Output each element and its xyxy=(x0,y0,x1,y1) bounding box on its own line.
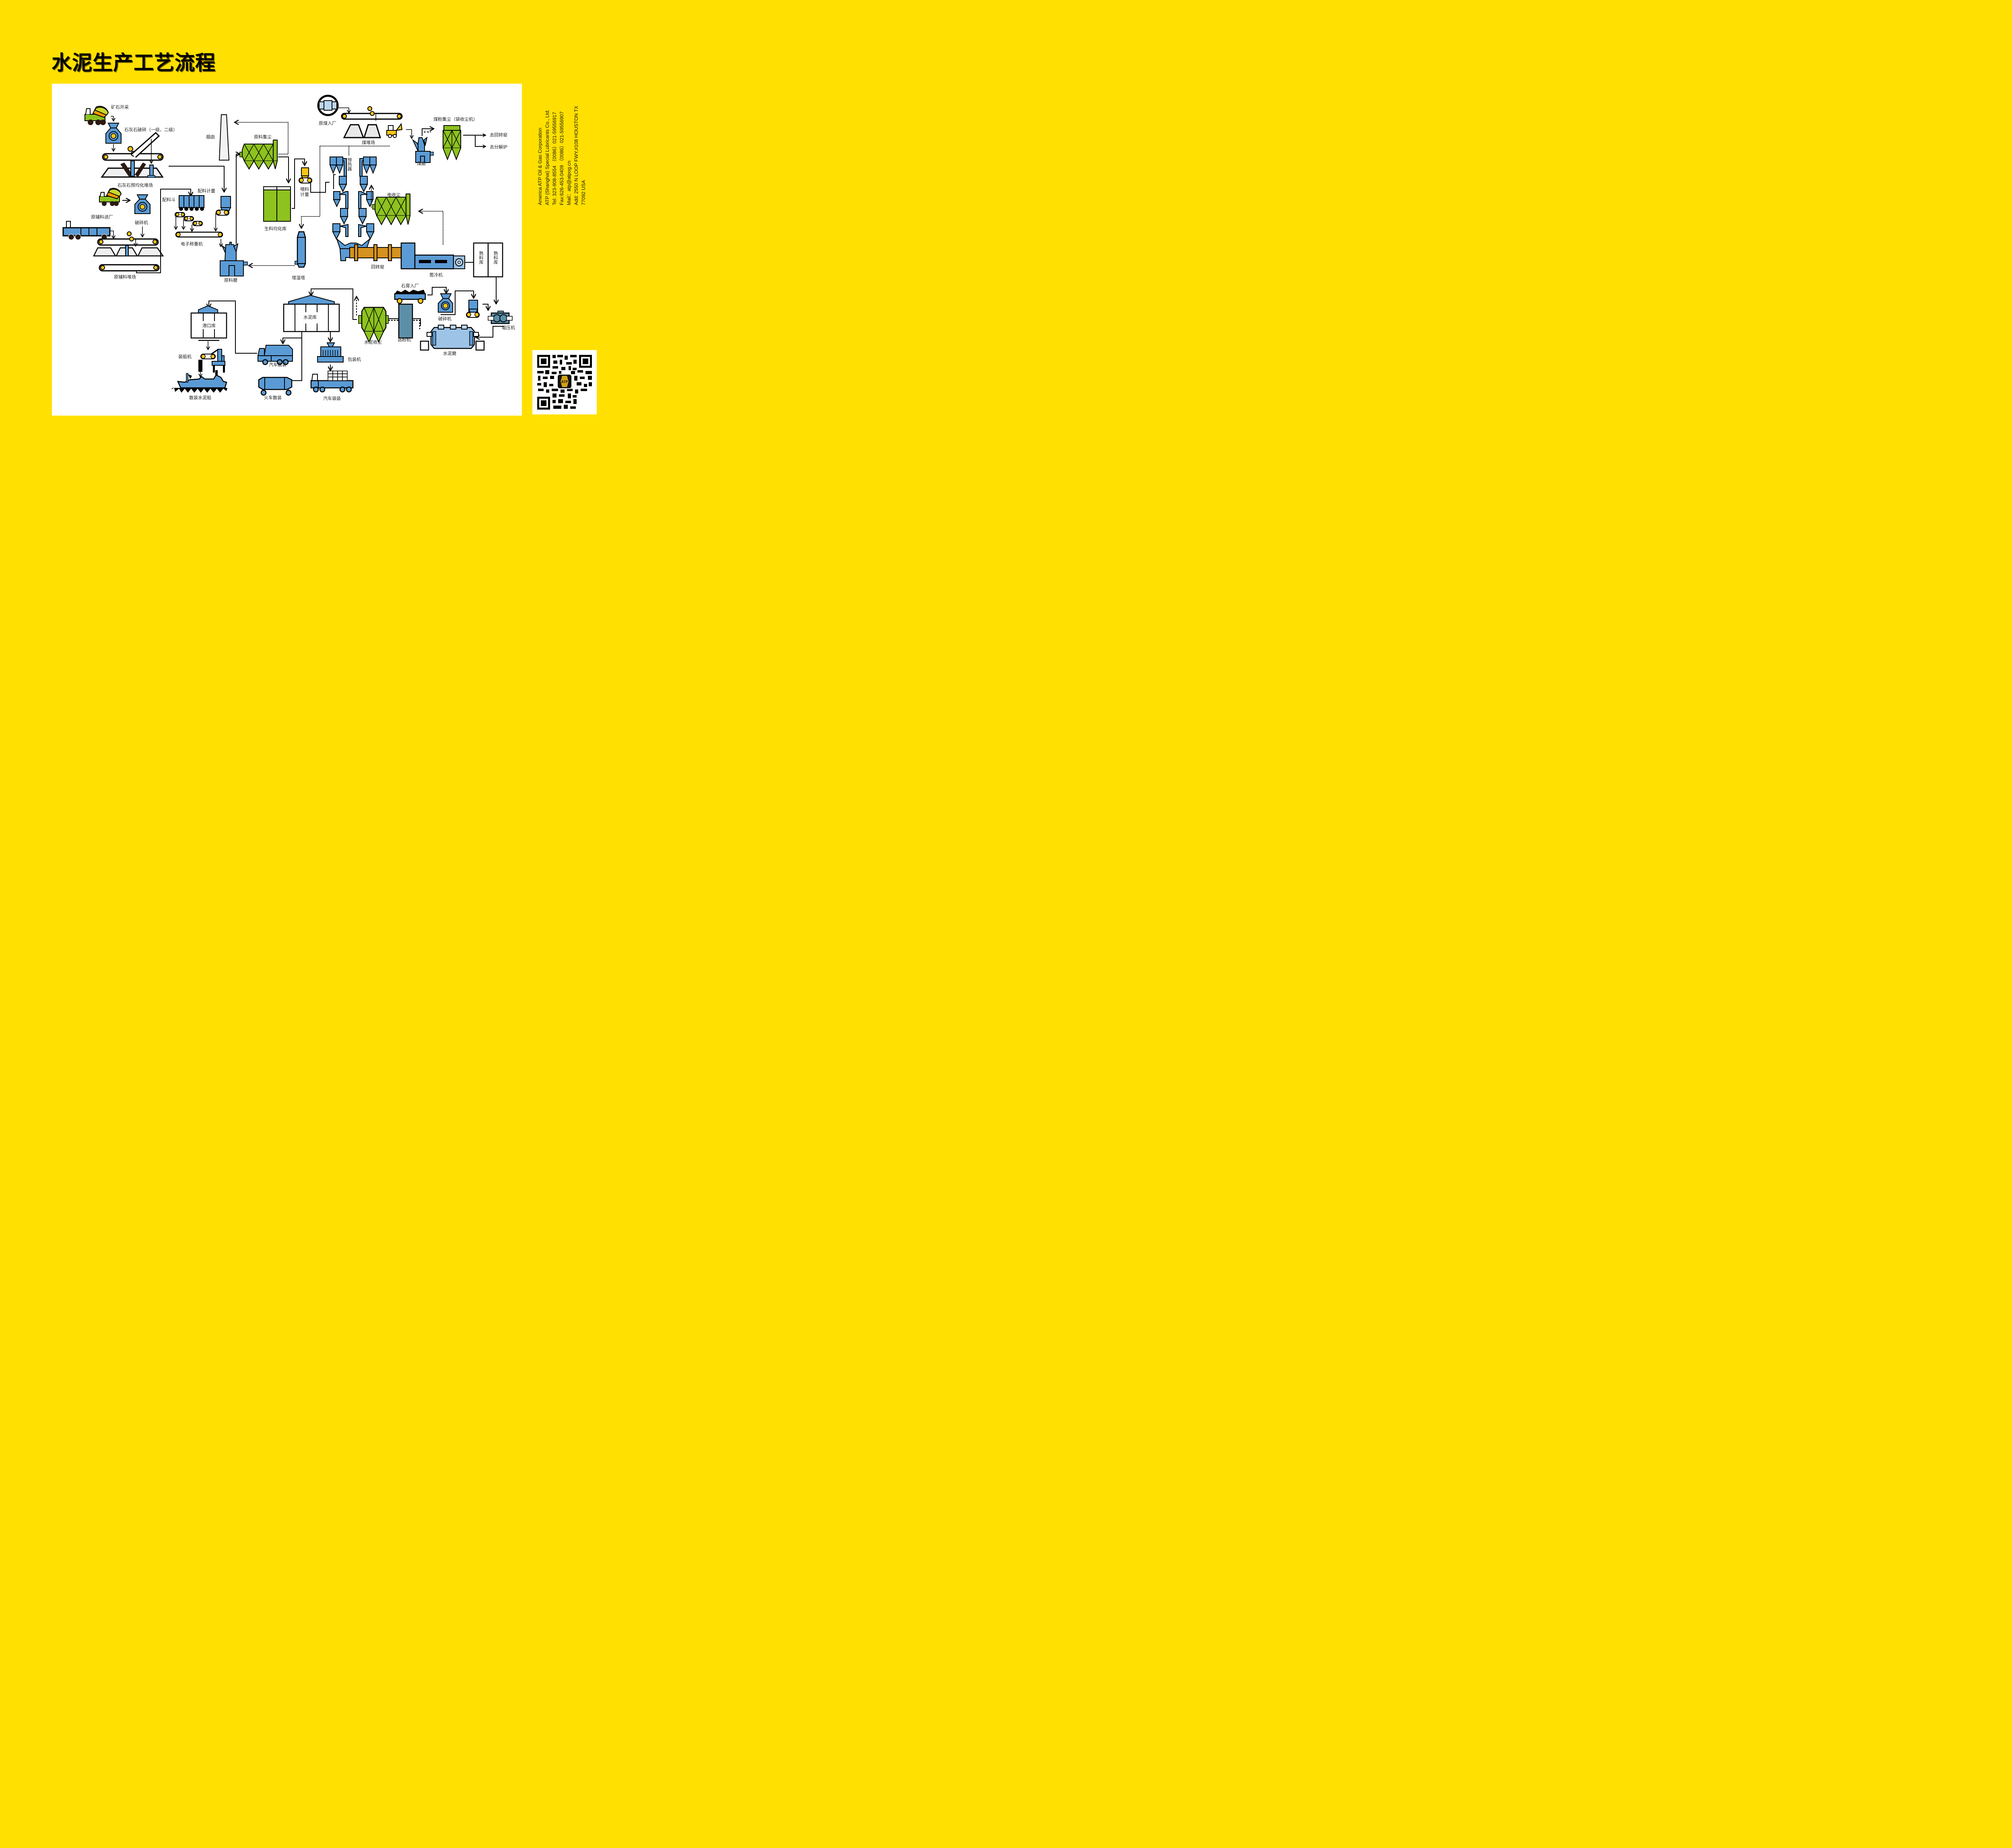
contact-info: America ATP Oil & Gas Corporation ATP (S… xyxy=(536,84,586,205)
label-truck-bagged: 汽车袋装 xyxy=(323,396,341,401)
grate-cooler-icon xyxy=(400,242,465,270)
bagged-truck-icon xyxy=(310,371,354,393)
limestone-stockpile-icon xyxy=(101,161,164,178)
label-grate-cooler: 篦冷机 xyxy=(429,272,443,278)
batching-hopper-icon xyxy=(175,195,204,226)
label-rotary-kiln: 回转窑 xyxy=(371,264,384,270)
label-batching-metering: 配料计量 xyxy=(198,188,215,194)
aux-flatbed-truck-icon xyxy=(62,221,111,240)
cement-silo-icon xyxy=(283,295,340,332)
label-humidifying-tower: 增湿塔 xyxy=(292,275,305,280)
coal-mill-icon xyxy=(412,136,434,163)
gypsum-crusher-icon xyxy=(438,293,453,313)
label-cement-dust-collector: 水泥收尘 xyxy=(364,340,382,345)
aux-crusher-icon xyxy=(134,194,150,214)
label-chimney: 烟囱 xyxy=(206,134,215,140)
raw-homogenization-silo-icon xyxy=(263,186,291,222)
raw-coal-wagon-icon xyxy=(317,95,339,116)
gypsum-truck-icon xyxy=(394,290,426,304)
cement-mill-icon xyxy=(420,325,485,351)
label-cement-mill: 水泥磨 xyxy=(443,351,456,356)
label-roller-press: 辊压机 xyxy=(502,325,515,330)
cement-ship-icon xyxy=(171,370,227,393)
roller-press-icon xyxy=(488,311,513,324)
flow-diagram xyxy=(62,95,513,396)
label-clinker-silo-1: 熟料库 xyxy=(478,251,484,264)
cement-dust-collector-icon xyxy=(358,307,389,343)
raw-mill-icon xyxy=(220,242,248,276)
label-ship-loader: 装船机 xyxy=(178,354,192,359)
label-to-rotary-kiln: 去回转窑 xyxy=(490,132,507,138)
flow-diagram-panel: 矿石开采 石灰石破碎（一级、二级） 石灰石预均化堆场 原辅料进厂 破碎机 原辅料… xyxy=(52,84,522,416)
label-crusher-1: 破碎机 xyxy=(135,220,148,225)
contact-fax: Fax:626-453-0409 （0086）021-59556907 xyxy=(559,111,565,205)
label-feed-metering: 喂料计量 xyxy=(300,187,309,197)
label-separator: 选粉机 xyxy=(398,337,411,342)
contact-mail[interactable]: Mail：atp@atpog.cn xyxy=(566,161,572,205)
label-aux-material-entry: 原辅料进厂 xyxy=(91,214,113,220)
port-silo-icon xyxy=(190,305,227,341)
coal-conveyor-icon xyxy=(341,106,403,121)
separator-icon xyxy=(398,303,413,339)
preheater-icon xyxy=(329,157,377,261)
coal-bag-filter-icon xyxy=(443,125,461,161)
label-coal-dust-collector: 煤粉集尘（袋收尘机） xyxy=(433,117,478,122)
label-coal-yard: 煤堆场 xyxy=(362,140,375,145)
metering-hopper-icon xyxy=(216,196,231,216)
label-raw-mill: 原料磨 xyxy=(224,278,237,283)
feed-metering-icon xyxy=(299,167,312,183)
label-electronic-scale: 电子称重机 xyxy=(181,241,203,247)
raw-dust-collector-icon xyxy=(239,140,278,170)
label-limestone-crushing: 石灰石破碎（一级、二级） xyxy=(124,127,177,132)
contact-company-us: America ATP Oil & Gas Corporation xyxy=(537,128,543,205)
label-truck-bulk: 汽车散装 xyxy=(269,362,287,367)
chimney-icon xyxy=(219,114,230,161)
label-raw-coal-entry: 原煤入厂 xyxy=(319,121,336,126)
limestone-crusher-icon xyxy=(105,123,122,144)
limestone-conveyor-icon xyxy=(102,132,164,161)
label-port-silo: 港口库 xyxy=(202,323,216,328)
label-batching-hopper: 配料斗 xyxy=(162,197,175,202)
qr-code-pattern: ATP xyxy=(537,355,592,410)
qr-code[interactable]: ATP xyxy=(532,350,597,414)
gypsum-hopper-icon xyxy=(466,300,480,318)
aux-yard-conveyor-icon xyxy=(99,264,160,272)
coal-yard-icon xyxy=(343,123,403,138)
label-aux-material-yard: 原辅料堆场 xyxy=(114,274,136,280)
packing-machine-icon xyxy=(317,342,344,363)
train-wagon-icon xyxy=(258,377,293,396)
label-packing-machine: 包装机 xyxy=(348,357,361,362)
contact-address-zip: 77092 USA xyxy=(581,180,586,205)
label-ore-mining: 矿石开采 xyxy=(111,105,129,110)
mining-truck-icon xyxy=(85,106,109,125)
contact-company-cn: ATP (Shanghai) Special Lubricants Co., L… xyxy=(544,109,550,205)
label-gypsum-entry: 石膏入厂 xyxy=(401,283,419,288)
aux-truck-icon xyxy=(99,187,122,206)
label-bulk-cement-ship: 散装水泥船 xyxy=(189,395,211,400)
label-raw-homogenization-silo: 生料均化库 xyxy=(264,226,287,231)
label-to-calciner: 去分解炉 xyxy=(490,144,507,150)
label-train-bulk: 火车散装 xyxy=(264,395,282,400)
label-coal-mill: 煤磨 xyxy=(417,161,426,166)
label-clinker-silo-2: 熟料库 xyxy=(493,251,498,264)
page-title: 水泥生产工艺流程 xyxy=(52,51,216,74)
label-crusher-2: 破碎机 xyxy=(438,316,451,321)
ship-loader-icon xyxy=(198,348,225,377)
rotary-kiln-icon xyxy=(349,244,402,261)
qr-logo-text: ATP xyxy=(561,380,568,384)
humidifying-tower-icon xyxy=(295,231,306,268)
label-limestone-prehomogenization: 石灰石预均化堆场 xyxy=(118,183,153,188)
bulk-truck-icon xyxy=(258,345,293,365)
aux-stockpile-icon xyxy=(93,245,164,257)
electronic-scale-icon xyxy=(175,231,223,238)
electrostatic-precipitator-icon xyxy=(372,194,410,226)
clinker-silo-icon xyxy=(473,242,503,278)
label-electrostatic-precipitator: 电收尘 xyxy=(387,192,400,198)
label-raw-dust-collector: 原料集尘 xyxy=(254,134,272,140)
label-preheater: 预热器 xyxy=(347,158,352,171)
label-cement-silo: 水泥库 xyxy=(303,315,317,320)
contact-tel: Tel: 323-908-8554 （0086）021-59556917 xyxy=(552,112,557,205)
contact-address: Add: 2550 N LOOP FWY,#108 HOUSTON TX xyxy=(573,105,579,205)
